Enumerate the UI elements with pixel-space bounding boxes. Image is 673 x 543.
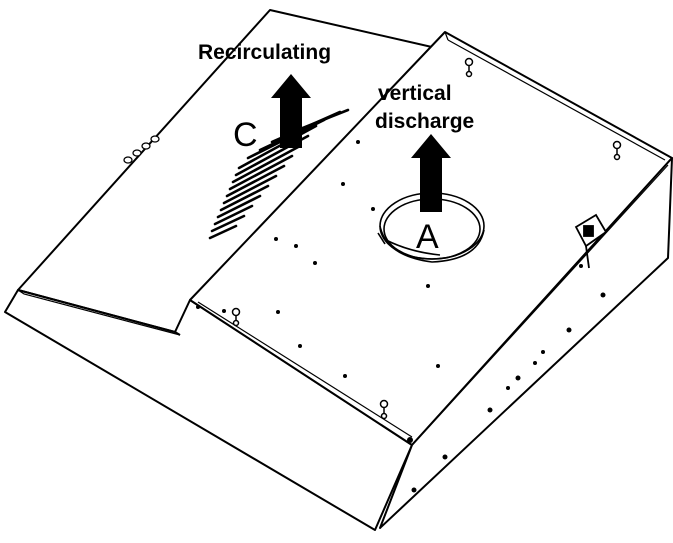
discharge-label: discharge: [375, 110, 474, 133]
outlet-a-label: A: [416, 218, 439, 256]
recirculating-label: Recirculating: [198, 41, 331, 64]
control-buttons: [123, 135, 160, 164]
side-holes: [407, 292, 606, 493]
vertical-label: vertical: [378, 82, 452, 105]
keyhole-slot: [612, 140, 622, 161]
screw-holes: [196, 140, 583, 378]
keyhole-slot: [379, 399, 389, 420]
damper-bracket: [574, 213, 608, 269]
hood-body: [4, 9, 673, 531]
vertical-discharge-arrow-icon: [411, 134, 451, 212]
keyhole-slot: [231, 307, 241, 327]
hood-right-side: [379, 157, 673, 529]
mounting-slots: [231, 57, 622, 420]
keyhole-slot: [464, 57, 474, 78]
recirculating-grille: [208, 108, 350, 240]
recirculating-arrow-icon: [271, 74, 311, 148]
outlet-c-label: C: [233, 116, 258, 154]
